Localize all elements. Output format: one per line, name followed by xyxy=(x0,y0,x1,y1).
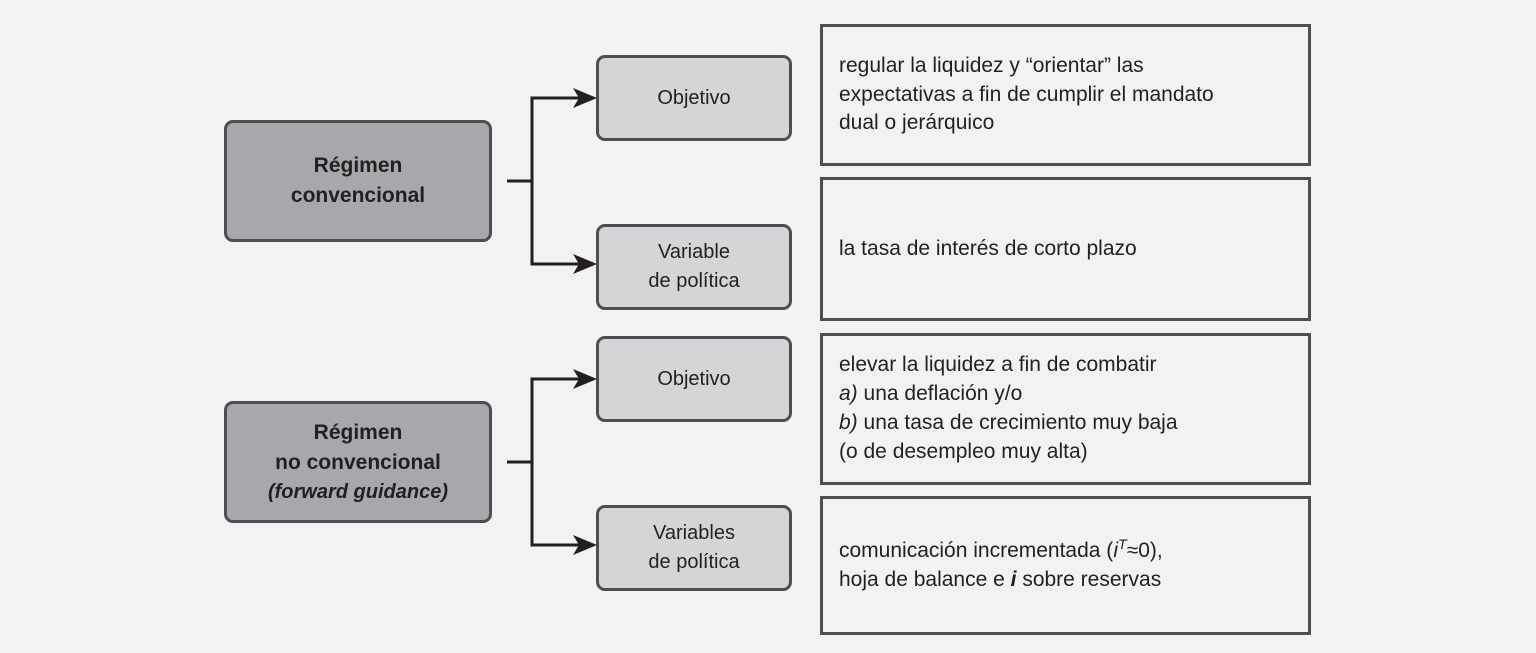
mid-box-label-line-1: Variables xyxy=(653,522,735,544)
description-line-communication: comunicación incrementada (iT≈0), xyxy=(839,537,1163,563)
branch-connector-row-2 xyxy=(507,369,597,555)
mid-box-objetivo-1: Objetivo xyxy=(596,55,792,141)
mid-box-label-line-1: Variable xyxy=(658,241,730,263)
mid-box-label-line-2: de política xyxy=(648,551,740,573)
description-line-a: a) una deflación y/o xyxy=(839,382,1023,406)
mid-box-label-line-1: Objetivo xyxy=(657,86,731,109)
arrowhead-bottom-icon xyxy=(573,254,597,274)
connector-arm-bottom xyxy=(530,181,579,266)
regime-line-2: convencional xyxy=(290,184,426,207)
regime-line-1: Régimen xyxy=(313,154,403,178)
description-line: expectativas a fin de cumplir el mandato xyxy=(839,82,1214,106)
arrowhead-top-icon xyxy=(573,369,597,389)
symbol-i: i xyxy=(1113,539,1118,563)
description-line: dual o jerárquico xyxy=(839,111,995,135)
arrowhead-top-icon xyxy=(573,88,597,108)
list-marker-b: b) xyxy=(839,411,858,434)
regime-box-unconventional: Régimen no convencional (forward guidanc… xyxy=(224,401,492,523)
description-box-objetivo-1: regular la liquidez y “orientar” las exp… xyxy=(820,24,1311,166)
symbol-superscript-t: T xyxy=(1117,537,1127,554)
description-box-variables-2: comunicación incrementada (iT≈0), hoja d… xyxy=(820,496,1311,635)
description-line: elevar la liquidez a fin de combatir xyxy=(839,353,1157,377)
description-box-variable-1: la tasa de interés de corto plazo xyxy=(820,177,1311,321)
description-line-b: b) una tasa de crecimiento muy baja xyxy=(839,411,1178,434)
regime-line-2: no convencional xyxy=(275,450,441,474)
description-line: regular la liquidez y “orientar” las xyxy=(839,53,1144,77)
regime-line-1: Régimen xyxy=(313,420,403,444)
mid-box-objetivo-2: Objetivo xyxy=(596,336,792,422)
symbol-i-bold: i xyxy=(1010,568,1017,591)
description-line: la tasa de interés de corto plazo xyxy=(839,236,1137,260)
mid-box-variables-2: Variables de política xyxy=(596,505,792,591)
description-line-balance: hoja de balance e i sobre reservas xyxy=(839,568,1162,591)
mid-box-variable-1: Variable de política xyxy=(596,224,792,310)
arrowhead-bottom-icon xyxy=(573,535,597,555)
description-line: (o de desempleo muy alta) xyxy=(839,439,1088,463)
regime-box-conventional: Régimen convencional xyxy=(224,120,492,242)
connector-arm-bottom xyxy=(530,462,579,547)
branch-connector-row-1 xyxy=(507,88,597,274)
connector-arm-top xyxy=(530,96,579,181)
description-box-objetivo-2: elevar la liquidez a fin de combatir a) … xyxy=(820,333,1311,485)
regime-line-3: (forward guidance) xyxy=(267,480,448,503)
mid-box-label-line-1: Objetivo xyxy=(657,367,731,390)
connector-arm-top xyxy=(530,377,579,462)
mid-box-label-line-2: de política xyxy=(648,270,740,292)
list-marker-a: a) xyxy=(839,382,858,406)
